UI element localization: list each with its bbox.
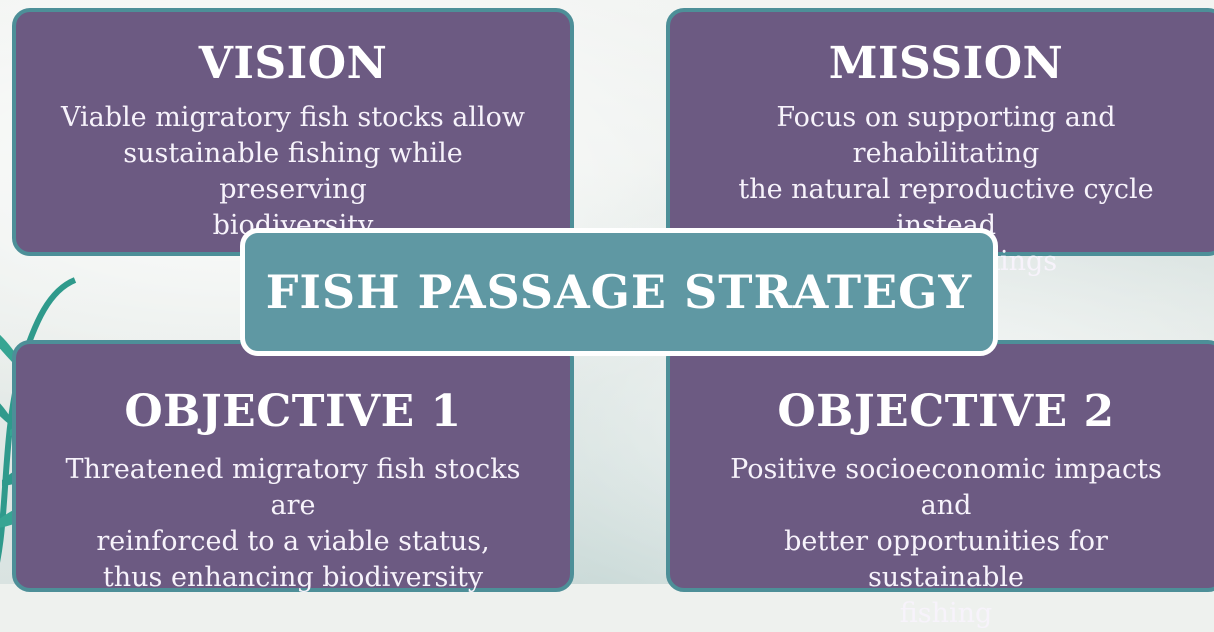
vision-panel: VISION Viable migratory fish stocks allo… (12, 8, 574, 256)
mission-panel: MISSION Focus on supporting and rehabili… (666, 8, 1214, 277)
mission-line: Focus on supporting and rehabilitating (776, 102, 1116, 169)
vision-text: Viable migratory fish stocks allow susta… (16, 100, 570, 244)
vision-heading: VISION (198, 38, 388, 89)
objective-2-line: fishing (899, 598, 993, 629)
strategy-title-box: FISH PASSAGE STRATEGY (240, 228, 998, 356)
objective-1-line: thus enhancing biodiversity (102, 562, 484, 593)
vision-line: sustainable fishing while preserving (123, 138, 463, 205)
objective-1-heading: OBJECTIVE 1 (124, 386, 462, 437)
objective-1-line: Threatened migratory fish stocks are (65, 454, 521, 521)
vision-line: Viable migratory fish stocks allow (60, 102, 526, 133)
objective-2-text: Positive socioeconomic impacts and bette… (670, 452, 1214, 632)
objective-2-line: Positive socioeconomic impacts and (730, 454, 1162, 521)
objective-1-line: reinforced to a viable status, (96, 526, 490, 557)
mission-heading: MISSION (828, 38, 1064, 89)
objective-1-text: Threatened migratory fish stocks are rei… (16, 452, 570, 596)
objective-1-panel: OBJECTIVE 1 Threatened migratory fish st… (12, 340, 574, 593)
objective-2-line: better opportunities for sustainable (784, 526, 1108, 593)
strategy-title: FISH PASSAGE STRATEGY (265, 265, 973, 319)
objective-2-panel: OBJECTIVE 2 Positive socioeconomic impac… (666, 340, 1214, 629)
objective-2-heading: OBJECTIVE 2 (777, 386, 1115, 437)
